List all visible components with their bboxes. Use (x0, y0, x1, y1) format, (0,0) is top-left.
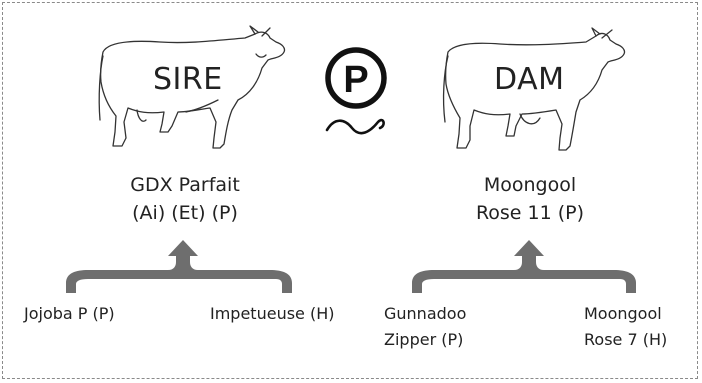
cow-outline-icon (442, 27, 626, 151)
diagram-frame (2, 2, 698, 379)
dam-parent-left-line1: Gunnadoo (384, 304, 467, 323)
dam-parent-right-line2: Rose 7 (H) (584, 330, 668, 349)
dam-label: DAM (494, 62, 565, 97)
bull-outline-icon (98, 25, 286, 149)
sire-label: SIRE (153, 62, 223, 97)
sire-name-line2: (Ai) (Et) (P) (132, 202, 238, 224)
poll-logo-icon (325, 47, 387, 135)
dam-parent-right-line1: Moongool (584, 304, 662, 323)
dam-parent-left-line2: Zipper (P) (384, 330, 464, 349)
sire-name-line1: GDX Parfait (130, 174, 240, 196)
poll-logo-letter: P (343, 59, 368, 101)
dam-parents-arrow (412, 240, 636, 293)
sire-parent-right: Impetueuse (H) (210, 304, 335, 323)
dam-name-line1: Moongool (483, 174, 577, 196)
sire-parents-arrow (66, 240, 292, 293)
sire-parent-left: Jojoba P (P) (24, 304, 115, 323)
dam-name-line2: Rose 11 (P) (475, 202, 585, 224)
